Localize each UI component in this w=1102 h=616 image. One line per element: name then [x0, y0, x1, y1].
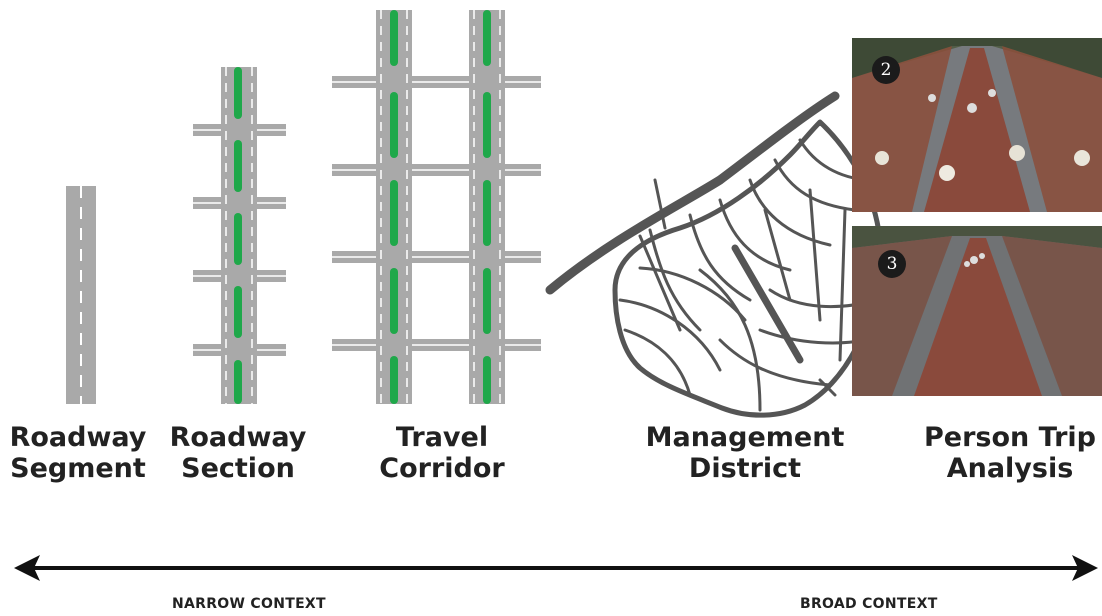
label-person-trip-analysis-line2: Analysis: [946, 453, 1074, 484]
label-travel-corridor-line2: Corridor: [379, 453, 505, 484]
photo-badge-1: 2: [872, 56, 900, 84]
narrow-context-label: NARROW CONTEXT: [172, 596, 326, 612]
label-management-district-line1: Management: [645, 422, 845, 453]
district-cross-arterial: [731, 244, 804, 364]
label-roadway-section-line2: Section: [181, 453, 295, 484]
street-photo-1: 2: [852, 38, 1102, 212]
label-roadway-segment: Roadway Segment: [8, 422, 148, 484]
arrow-left-icon: [14, 555, 40, 581]
section-median: [234, 67, 242, 404]
label-travel-corridor-line1: Travel: [395, 422, 489, 453]
district-arterial: [545, 91, 840, 295]
photo-badge-2: 3: [878, 250, 906, 278]
label-roadway-section-line1: Roadway: [169, 422, 307, 453]
broad-context-label: BROAD CONTEXT: [800, 596, 938, 612]
label-management-district: Management District: [640, 422, 850, 484]
label-person-trip-analysis-line1: Person Trip: [923, 422, 1096, 453]
label-management-district-line2: District: [688, 453, 802, 484]
corridor-median-right: [483, 10, 491, 404]
label-travel-corridor: Travel Corridor: [372, 422, 512, 484]
label-person-trip-analysis: Person Trip Analysis: [920, 422, 1100, 484]
label-roadway-segment-line2: Segment: [10, 453, 146, 484]
corridor-median-left: [390, 10, 398, 404]
arrow-right-icon: [1072, 555, 1098, 581]
street-photo-2: 3: [852, 226, 1102, 396]
label-roadway-section: Roadway Section: [168, 422, 308, 484]
label-roadway-segment-line1: Roadway: [9, 422, 147, 453]
